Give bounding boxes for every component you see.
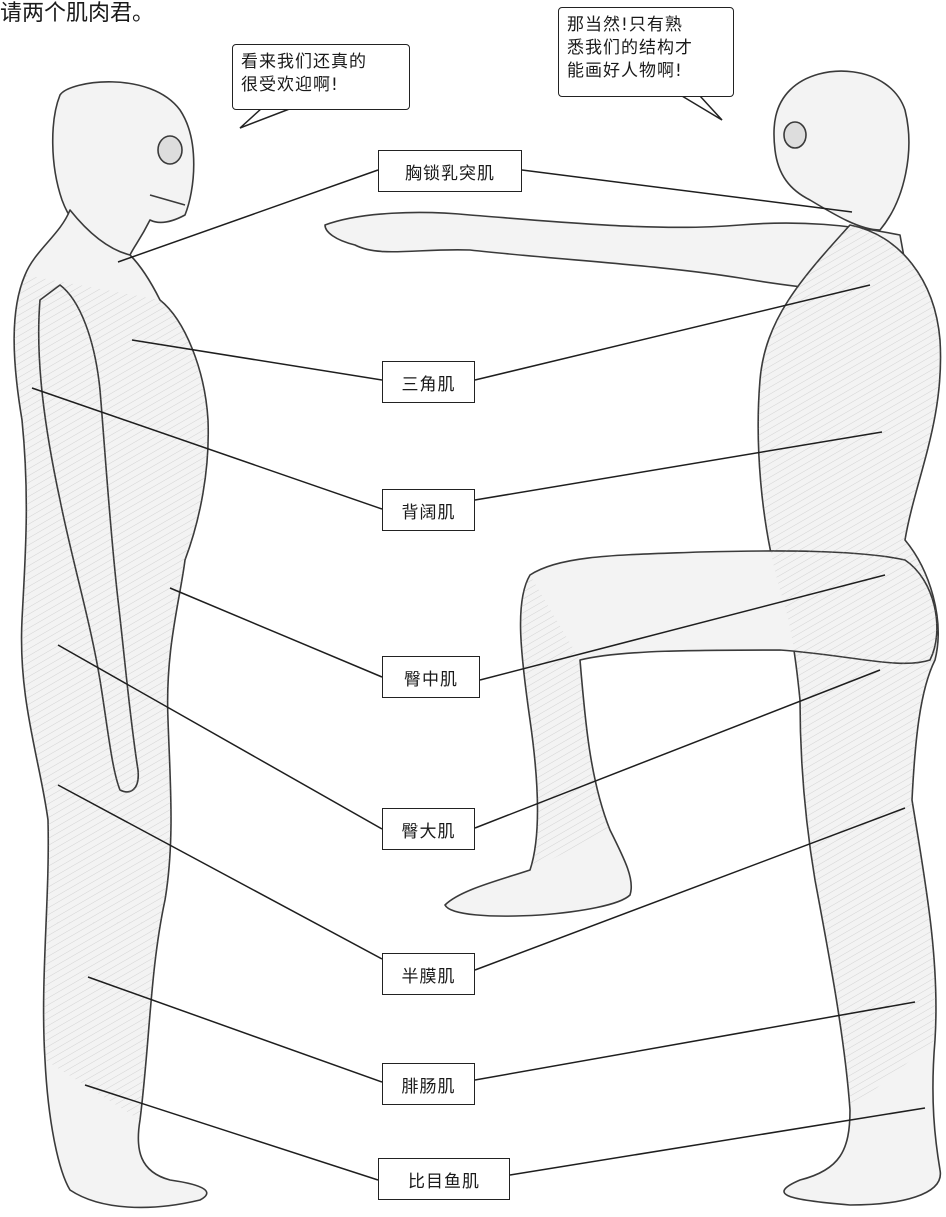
speech-bubble-left: 看来我们还真的 很受欢迎啊! — [232, 44, 410, 110]
bubble-right-line-3: 能画好人物啊! — [567, 60, 725, 83]
bubble-right-line-2: 悉我们的结构才 — [567, 37, 725, 60]
bubble-right-line-1: 那当然!只有熟 — [567, 14, 725, 37]
leader-gluteus-medius-left — [170, 588, 382, 677]
label-gluteus-medius: 臀中肌 — [382, 656, 480, 698]
label-deltoid: 三角肌 — [382, 361, 475, 403]
header-text: 请两个肌肉君。 — [0, 0, 154, 28]
label-semimembranosus: 半膜肌 — [382, 953, 475, 995]
label-latissimus: 背阔肌 — [382, 489, 475, 531]
bubble-left-tail — [240, 108, 292, 128]
label-soleus: 比目鱼肌 — [378, 1158, 510, 1200]
label-gluteus-maximus: 臀大肌 — [382, 808, 475, 850]
left-muscle-figure — [14, 82, 208, 1208]
right-muscle-figure — [325, 71, 941, 1205]
bubble-left-line-2: 很受欢迎啊! — [241, 74, 401, 97]
label-sternocleidomastoid: 胸锁乳突肌 — [378, 150, 522, 192]
label-gastrocnemius: 腓肠肌 — [382, 1063, 475, 1105]
bubble-left-line-1: 看来我们还真的 — [241, 51, 401, 74]
speech-bubble-right: 那当然!只有熟 悉我们的结构才 能画好人物啊! — [558, 7, 734, 97]
bubble-right-tail — [682, 96, 722, 120]
